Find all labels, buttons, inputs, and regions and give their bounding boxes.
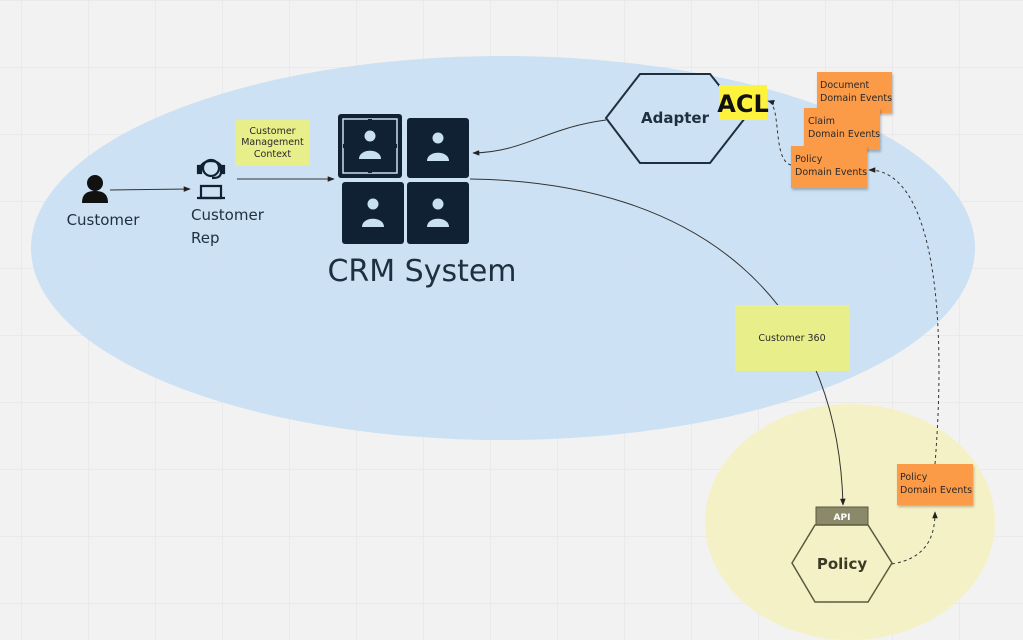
acl-label[interactable]: ACL xyxy=(717,85,769,120)
svg-text:Domain Events: Domain Events xyxy=(900,485,972,496)
svg-text:Domain Events: Domain Events xyxy=(808,129,880,140)
policy-domain-events-sticky-top[interactable]: Policy Domain Events xyxy=(791,146,867,188)
customer-management-context-sticky[interactable]: Customer Management Context xyxy=(235,120,310,166)
svg-text:Document: Document xyxy=(820,80,869,91)
person-icon xyxy=(82,175,108,203)
customer-label: Customer xyxy=(67,211,141,229)
api-tag[interactable]: API xyxy=(815,506,869,526)
svg-text:Policy: Policy xyxy=(817,555,867,573)
svg-text:Customer 360: Customer 360 xyxy=(758,333,825,344)
svg-text:Domain Events: Domain Events xyxy=(795,167,867,178)
events-to-policy-events-arrow[interactable] xyxy=(868,167,940,465)
document-domain-events-sticky[interactable]: Document Domain Events xyxy=(817,72,892,113)
customer-360-sticky[interactable]: Customer 360 xyxy=(735,305,850,371)
policy-to-events-arrow[interactable] xyxy=(891,511,938,565)
svg-text:Domain Events: Domain Events xyxy=(820,93,892,104)
svg-text:API: API xyxy=(834,513,851,523)
crm-system-label: CRM System xyxy=(327,254,516,289)
headset-agent-icon xyxy=(196,158,226,200)
user-grid-icon[interactable] xyxy=(338,114,469,244)
policy-domain-events-sticky-bottom[interactable]: Policy Domain Events xyxy=(897,464,973,505)
svg-text:Context: Context xyxy=(254,149,291,160)
claim-domain-events-sticky[interactable]: Claim Domain Events xyxy=(804,108,880,150)
svg-text:Management: Management xyxy=(241,137,304,148)
svg-text:Policy: Policy xyxy=(795,154,823,165)
svg-text:ACL: ACL xyxy=(717,90,768,118)
customer-rep-label-line1: Customer xyxy=(191,206,265,224)
policy-hexagon[interactable]: Policy xyxy=(791,524,893,603)
customer-rep-label-line2: Rep xyxy=(191,229,220,247)
svg-text:Claim: Claim xyxy=(808,116,835,127)
svg-text:Policy: Policy xyxy=(900,472,928,483)
events-to-acl-arrow[interactable] xyxy=(767,100,792,166)
customer-to-rep-arrow[interactable] xyxy=(109,186,191,192)
svg-text:Adapter: Adapter xyxy=(641,109,710,127)
crm-to-api-arrow[interactable] xyxy=(469,178,846,506)
adapter-to-crm-arrow[interactable] xyxy=(472,119,607,156)
svg-text:Customer: Customer xyxy=(249,126,295,137)
